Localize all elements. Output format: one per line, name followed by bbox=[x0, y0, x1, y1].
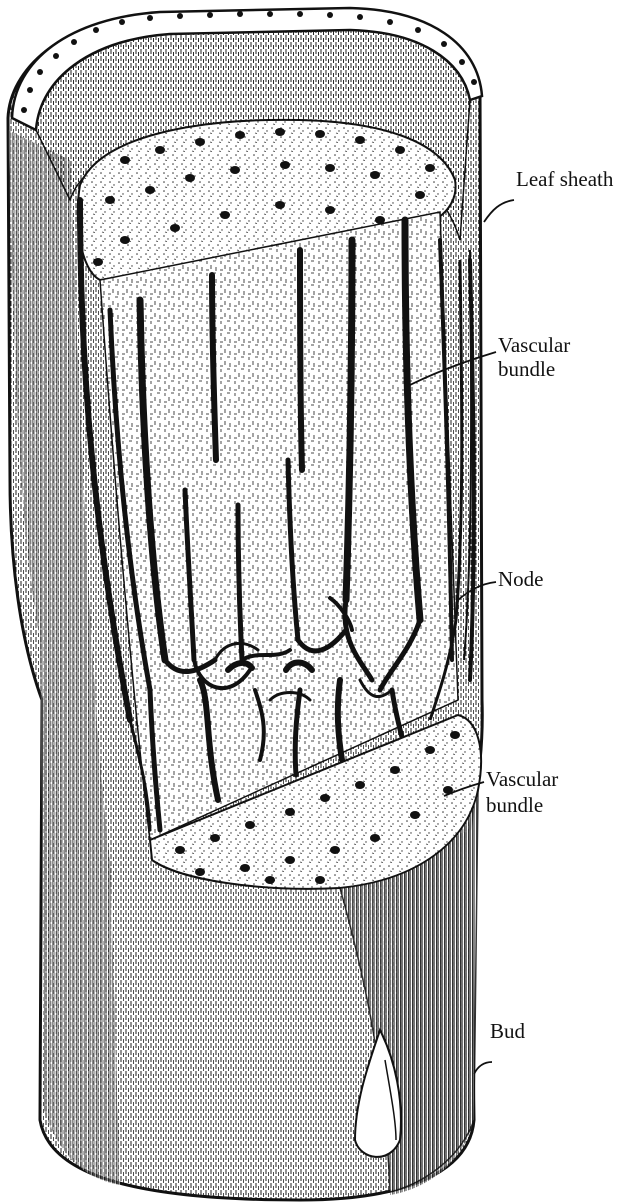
label-vascular-bundle-upper-line1: Vascular bbox=[498, 333, 570, 357]
leader-leaf-sheath bbox=[484, 200, 514, 222]
label-vascular-bundle-lower-line2: bundle bbox=[486, 793, 543, 817]
label-vascular-bundle-upper-line2: bundle bbox=[498, 357, 555, 381]
label-node: Node bbox=[498, 567, 544, 591]
label-leaf-sheath: Leaf sheath bbox=[516, 167, 614, 191]
label-bud: Bud bbox=[490, 1019, 526, 1043]
leader-bud bbox=[474, 1062, 492, 1074]
label-vascular-bundle-lower-line1: Vascular bbox=[486, 767, 558, 791]
